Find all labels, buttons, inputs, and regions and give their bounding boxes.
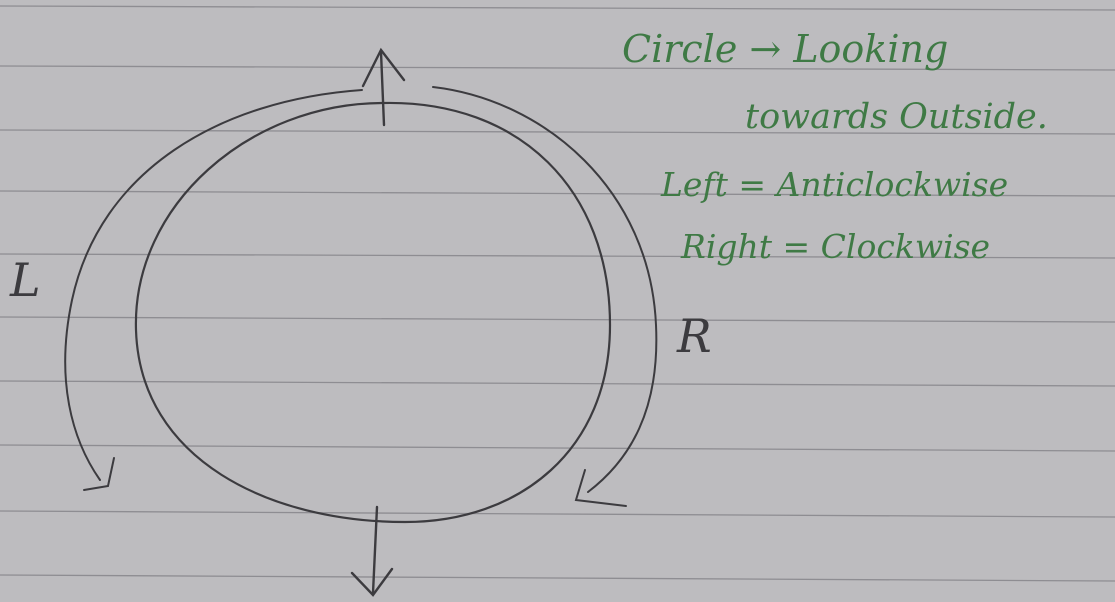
rule-line — [0, 510, 1115, 518]
clockwise-arrow-icon — [432, 86, 658, 507]
up-arrow-icon — [361, 47, 406, 127]
note-line-1: Circle → Looking — [622, 27, 948, 71]
rule-line — [0, 129, 1115, 135]
ruled-lines — [0, 5, 1115, 582]
left-label: L — [9, 253, 41, 307]
rule-line — [0, 380, 1115, 387]
anticlockwise-arrow-icon — [64, 89, 363, 491]
rule-line — [0, 65, 1115, 71]
notes: Circle → Looking towards Outside. Left =… — [622, 27, 1048, 266]
rule-line — [0, 574, 1115, 582]
note-line-4: Right = Clockwise — [680, 227, 990, 266]
rule-line — [0, 253, 1115, 259]
main-circle — [134, 101, 612, 524]
note-line-2: towards Outside. — [745, 97, 1048, 137]
note-line-3: Left = Anticlockwise — [660, 165, 1008, 204]
rule-line — [0, 316, 1115, 323]
rule-line — [0, 444, 1115, 452]
rule-line — [0, 5, 1115, 11]
down-arrow-icon — [350, 505, 394, 597]
right-label: R — [676, 309, 712, 363]
